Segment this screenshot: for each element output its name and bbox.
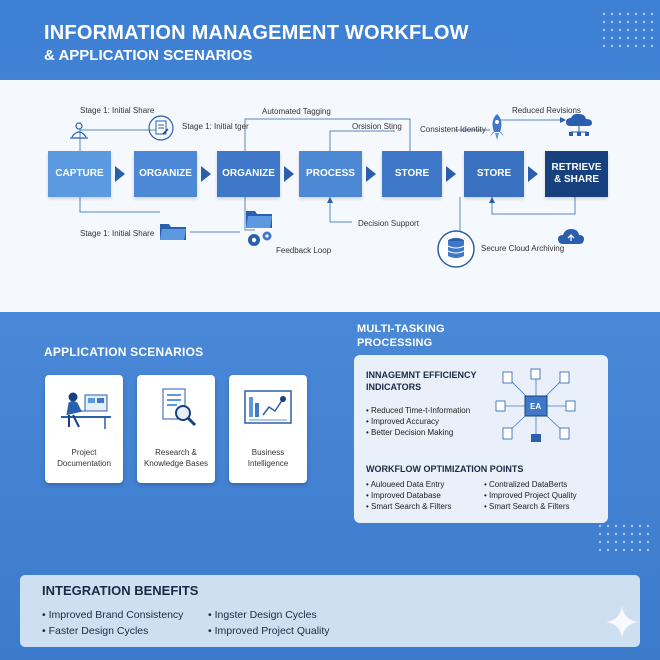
flow-arrow — [528, 166, 538, 182]
note-stage1-share-top: Stage 1: Initial Share — [80, 106, 155, 115]
efficiency-item: • Better Decision Making — [366, 428, 454, 437]
note-consistent-identity: Consistent Identity — [420, 125, 486, 134]
stage-box[interactable]: STORE — [382, 151, 442, 197]
stage-box[interactable]: RETRIEVE & SHARE — [545, 151, 608, 197]
note-reduced-revisions: Reduced Revisions — [512, 106, 581, 115]
bullet-dot: • — [366, 491, 372, 500]
integration-panel: INTEGRATION BENEFITS — [20, 575, 640, 647]
scenario-card-business-intelligence[interactable]: Business Intelligence — [229, 375, 307, 483]
page-title: INFORMATION MANAGEMENT WORKFLOW — [44, 22, 469, 44]
note-automated-tagging: Automated Tagging — [262, 107, 331, 116]
people-icon — [70, 122, 88, 139]
stage-box[interactable]: STORE — [464, 151, 524, 197]
note-version-sting: Orsision Sting — [352, 122, 402, 131]
note-decision-support: Decision Support — [358, 219, 419, 228]
note-secure-archiving: Secure Cloud Archiving — [481, 244, 565, 253]
note-feedback-loop: Feedback Loop — [276, 246, 332, 255]
integration-title: INTEGRATION BENEFITS — [42, 583, 199, 598]
efficiency-title-line2: INDICATORS — [366, 382, 422, 392]
folder-icon — [160, 224, 186, 240]
worker-desk-icon — [61, 392, 111, 429]
bullet-dot: • — [484, 480, 490, 489]
dot-grid-bottom-right — [596, 522, 652, 554]
multitasking-title-line1: MULTI-TASKING — [357, 323, 445, 335]
rocket-icon — [490, 114, 504, 140]
optimization-item: • Auloueed Data Entry — [366, 480, 445, 489]
bullet-dot: • — [366, 502, 372, 511]
page-subtitle: & APPLICATION SCENARIOS — [44, 47, 253, 64]
document-edit-icon — [148, 115, 174, 141]
optimization-title: WORKFLOW OPTIMIZATION POINTS — [366, 464, 524, 474]
hub-label: EA — [530, 402, 542, 411]
stage-box[interactable]: PROCESS — [299, 151, 362, 197]
cloud-icon — [558, 229, 584, 244]
bullet-dot: • — [484, 491, 490, 500]
stage-box[interactable]: ORGANIZE — [134, 151, 197, 197]
scenario-label: Project Documentation — [57, 448, 111, 468]
bullet-dot: • — [366, 480, 371, 489]
folder-gears-icon — [246, 211, 272, 246]
bullet-dot: • — [42, 609, 49, 621]
stage-box[interactable]: ORGANIZE — [217, 151, 280, 197]
document-search-icon — [162, 388, 197, 427]
optimization-item: • Smart Search & Filters — [484, 502, 570, 511]
bullet-dot: • — [366, 428, 372, 437]
optimization-item: • Contralized DataBerts — [484, 480, 568, 489]
integration-item: • Ingster Design Cycles — [208, 609, 317, 621]
efficiency-title-line1: INNAGEMNT EFFICIENCY — [366, 370, 477, 380]
bullet-dot: • — [208, 625, 215, 637]
database-icon — [437, 230, 475, 268]
integration-item: • Improved Project Quality — [208, 625, 330, 637]
note-stage1-trigger: Stage 1: Initial tger — [182, 122, 249, 131]
sparkle-icon — [606, 606, 638, 638]
scenario-card-research-knowledge[interactable]: Research & Knowledge Bases — [137, 375, 215, 483]
dashboard-icon — [244, 390, 292, 424]
cloud-network-icon — [566, 113, 592, 136]
scenario-card-project-documentation[interactable]: Project Documentation — [45, 375, 123, 483]
scenarios-title: APPLICATION SCENARIOS — [44, 345, 204, 359]
multitasking-title-line2: PROCESSING — [357, 337, 433, 349]
dot-grid-top-right — [600, 10, 656, 50]
integration-item: • Improved Brand Consistency — [42, 609, 184, 621]
flow-arrow — [284, 166, 294, 182]
bullet-dot: • — [484, 502, 490, 511]
bullet-dot: • — [208, 609, 215, 621]
bullet-dot: • — [366, 417, 372, 426]
bullet-dot: • — [366, 406, 372, 415]
flow-arrow — [115, 166, 125, 182]
integration-item: • Faster Design Cycles — [42, 625, 149, 637]
efficiency-item: • Improved Accuracy — [366, 417, 440, 426]
flow-arrow — [201, 166, 211, 182]
bullet-dot: • — [42, 625, 49, 637]
optimization-item: • Improved Project Quality — [484, 491, 577, 500]
scenario-label: Research & Knowledge Bases — [143, 448, 209, 468]
optimization-item: • Smart Search & Filters — [366, 502, 452, 511]
flow-arrow — [446, 166, 456, 182]
scenario-label: Business Intelligence — [247, 448, 289, 468]
efficiency-item: • Reduced Time-t-Information — [366, 406, 471, 415]
optimization-item: • Improved Database — [366, 491, 441, 500]
note-stage1-share-bottom: Stage 1: Initial Share — [80, 229, 155, 238]
hub-network-icon — [495, 368, 576, 442]
stage-box[interactable]: CAPTURE — [48, 151, 111, 197]
flow-arrow — [366, 166, 376, 182]
